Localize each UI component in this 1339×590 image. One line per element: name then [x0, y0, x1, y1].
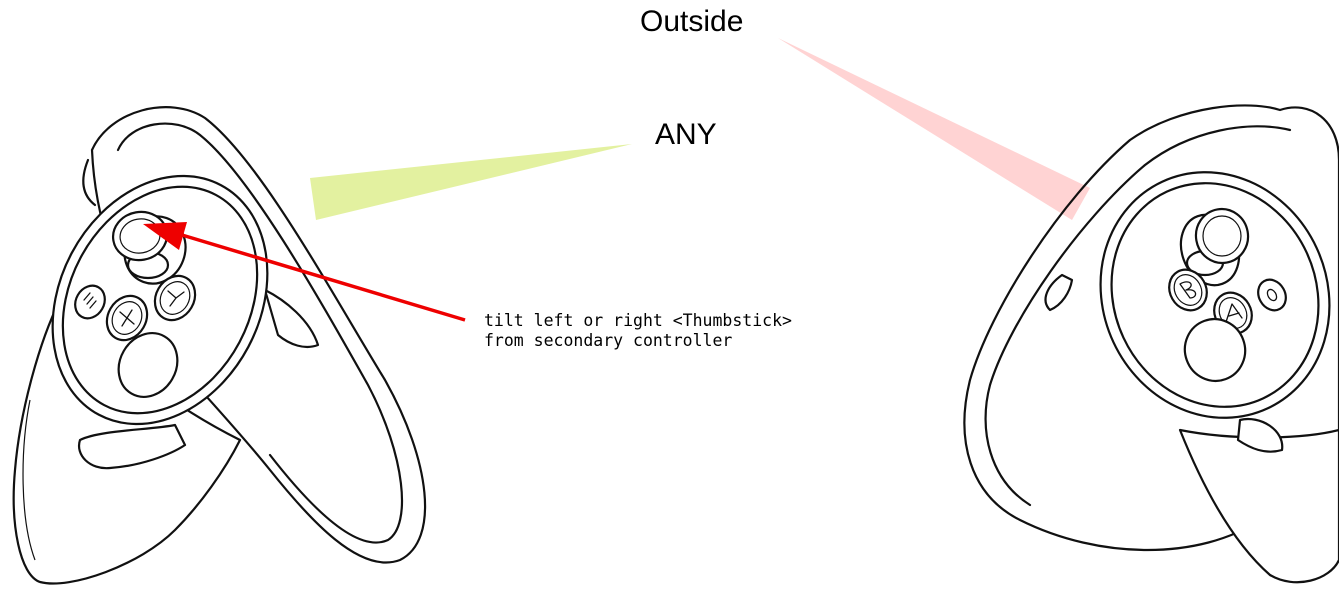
left-thumb-rest [117, 332, 179, 398]
y-button [153, 274, 197, 322]
right-face-plate [1099, 171, 1331, 419]
outside-beam [778, 38, 1090, 220]
annotation-line-2: from secondary controller [484, 331, 733, 350]
b-button [1168, 268, 1208, 312]
menu-icon [74, 284, 106, 320]
thumbstick-annotation: tilt left or right <Thumbstick> from sec… [484, 311, 792, 351]
right-thumbstick [1179, 207, 1250, 287]
left-trigger [77, 423, 187, 470]
right-grip [1178, 428, 1339, 584]
any-beam [310, 144, 632, 220]
right-trigger [1236, 417, 1284, 453]
outside-label: Outside [640, 5, 744, 38]
x-button [105, 294, 149, 342]
right-thumb-rest [1183, 318, 1247, 382]
right-controller [963, 104, 1339, 584]
any-label: ANY [655, 118, 717, 151]
thumbstick-arrow [143, 222, 466, 322]
oculus-icon [1257, 278, 1287, 312]
left-controller [12, 106, 427, 585]
annotation-line-1: tilt left or right <Thumbstick> [484, 311, 792, 330]
